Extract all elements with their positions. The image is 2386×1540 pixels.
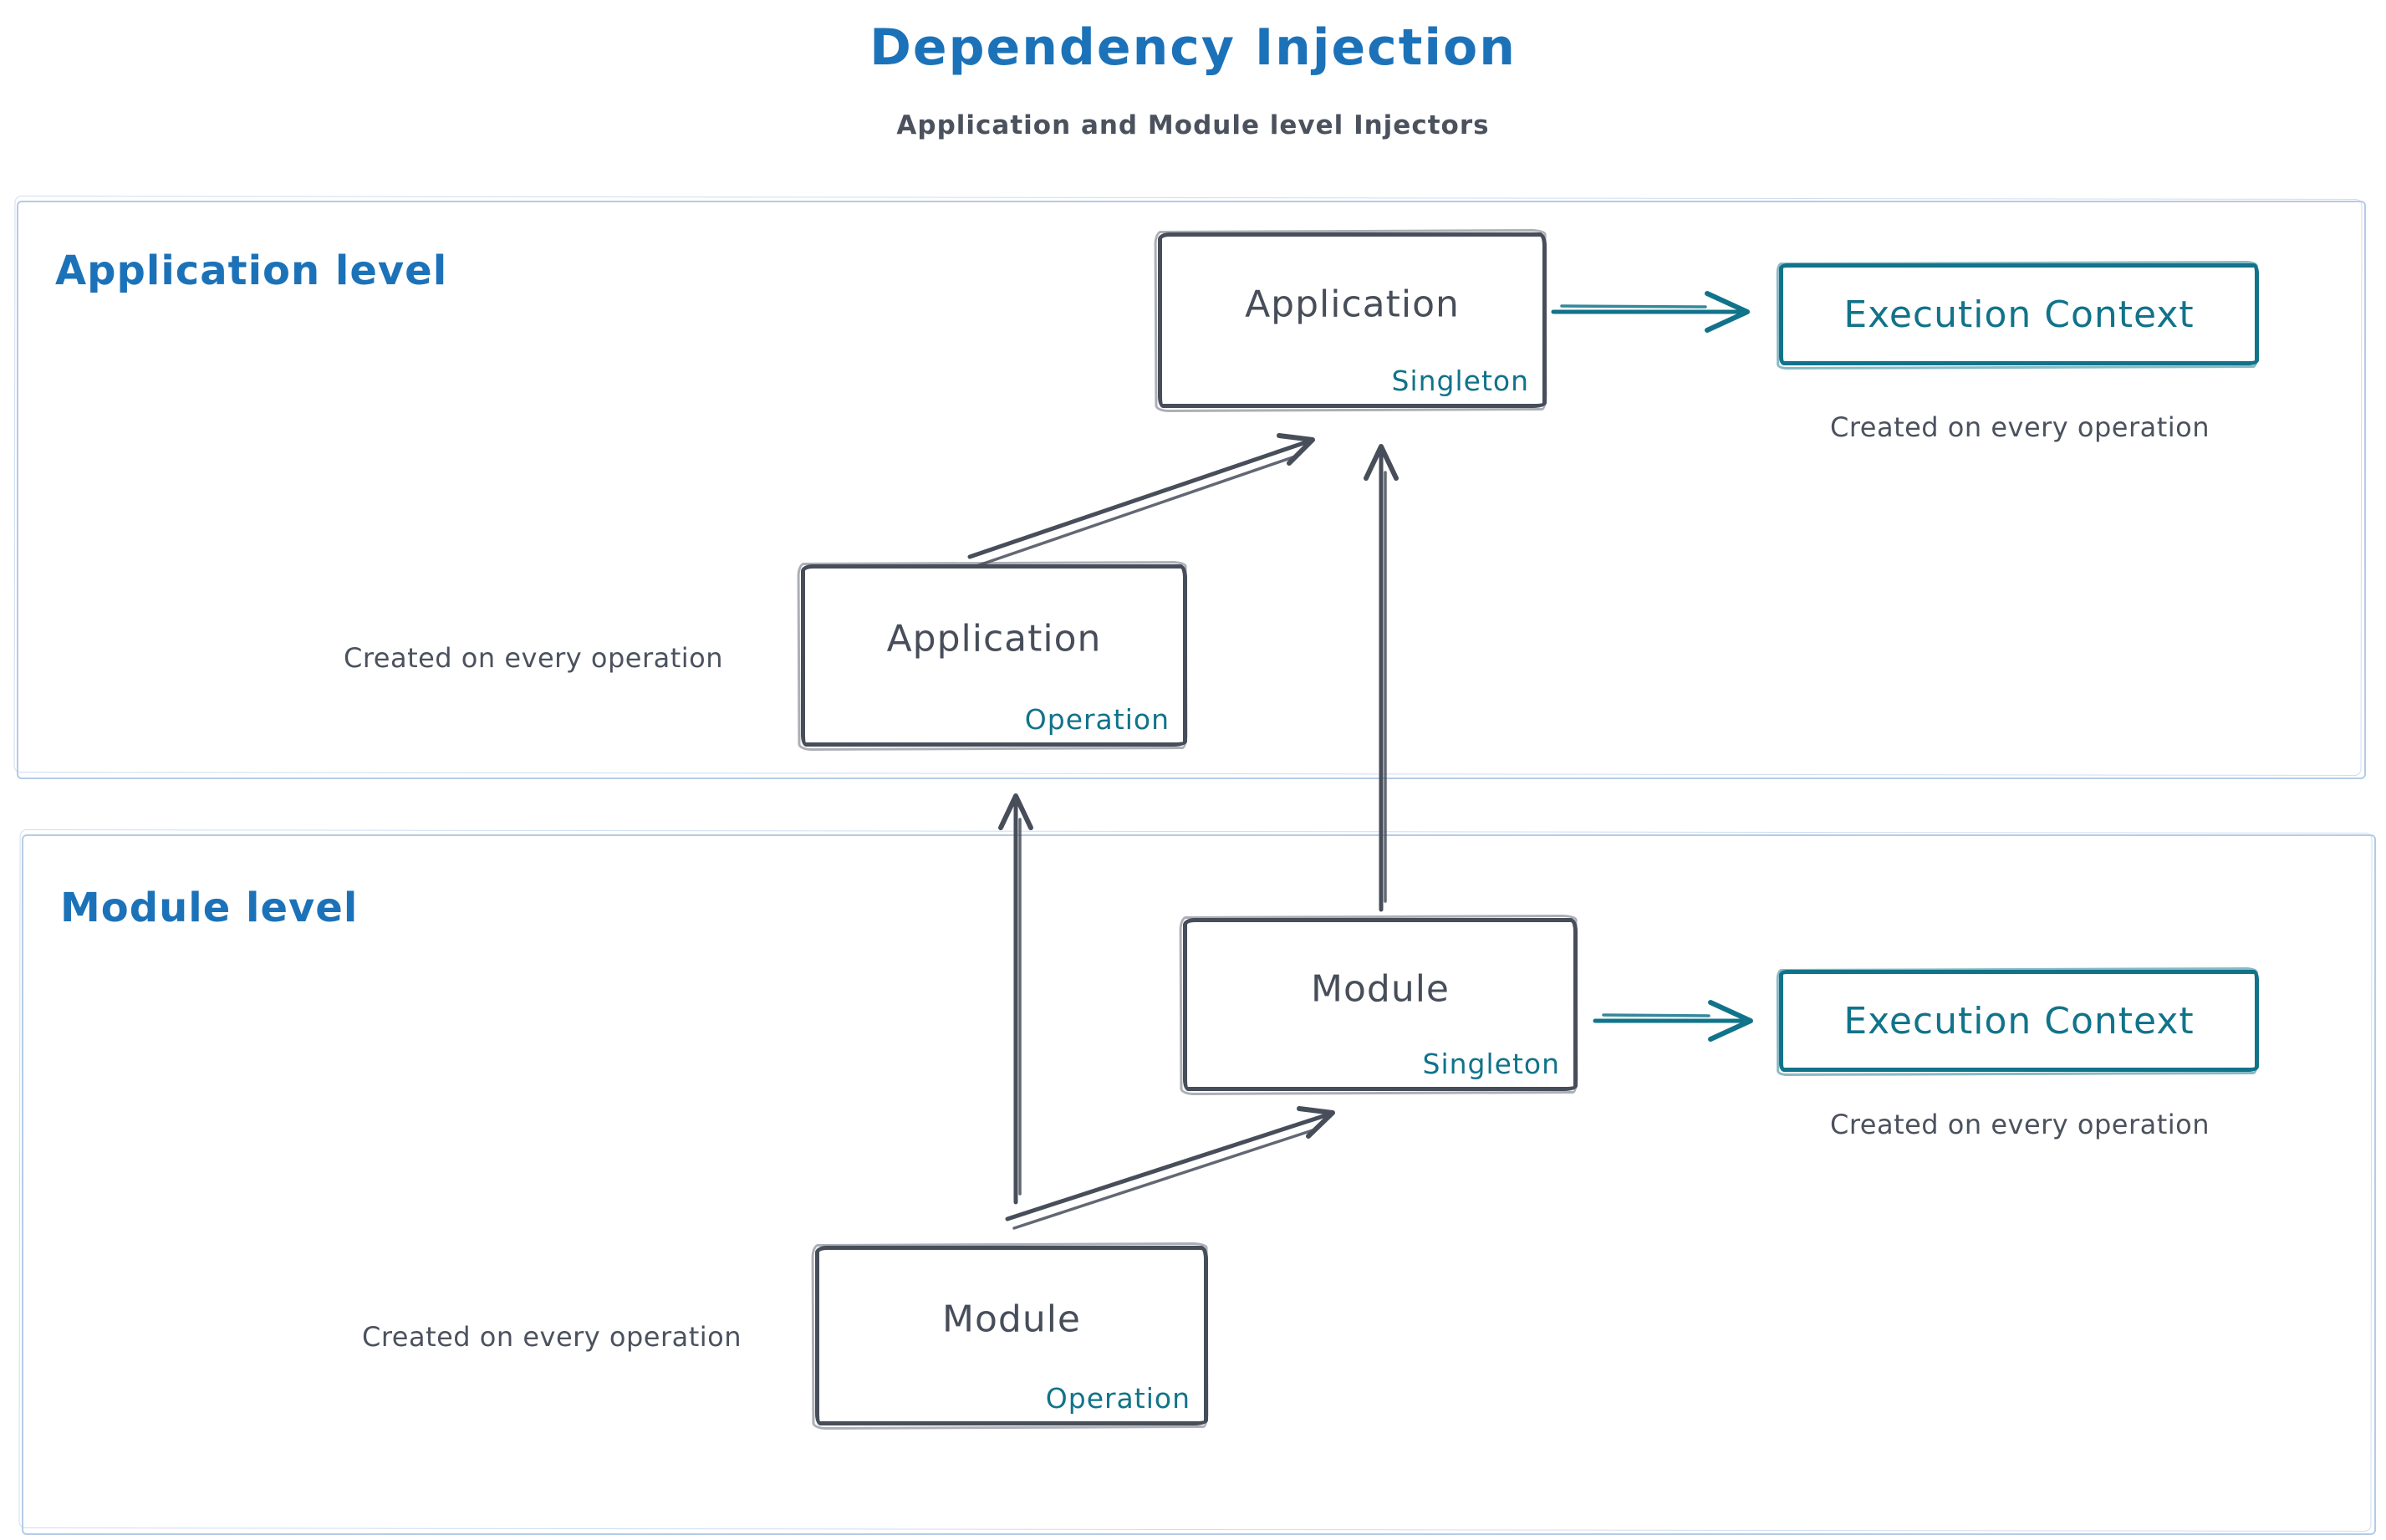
node-application-operation-title: Application xyxy=(886,617,1102,660)
node-application-operation-badge: Operation xyxy=(1024,703,1170,736)
node-module-singleton: Module Singleton xyxy=(1183,918,1578,1091)
node-module-operation: Module Operation xyxy=(815,1246,1208,1425)
module-level-label: Module level xyxy=(60,885,359,931)
page-title: Dependency Injection xyxy=(869,18,1517,77)
node-application-singleton: Application Singleton xyxy=(1158,232,1547,408)
node-application-singleton-badge: Singleton xyxy=(1391,365,1529,397)
caption-module-operation: Created on every operation xyxy=(361,1321,742,1353)
node-module-execution-context: Execution Context xyxy=(1779,970,2259,1072)
caption-module-execution-context: Created on every operation xyxy=(1829,1109,2210,1140)
application-execution-context-title: Execution Context xyxy=(1843,293,2195,336)
node-module-singleton-title: Module xyxy=(1311,967,1450,1011)
node-application-execution-context: Execution Context xyxy=(1779,263,2259,365)
application-level-label: Application level xyxy=(55,247,448,294)
node-module-operation-title: Module xyxy=(942,1298,1081,1341)
page-subtitle: Application and Module level Injectors xyxy=(896,110,1490,140)
module-execution-context-title: Execution Context xyxy=(1843,999,2195,1043)
node-application-operation: Application Operation xyxy=(801,564,1187,747)
node-application-singleton-title: Application xyxy=(1245,283,1460,326)
node-module-singleton-badge: Singleton xyxy=(1422,1048,1560,1080)
caption-application-operation: Created on every operation xyxy=(343,642,724,674)
caption-application-execution-context: Created on every operation xyxy=(1829,411,2210,443)
node-module-operation-badge: Operation xyxy=(1045,1382,1190,1415)
